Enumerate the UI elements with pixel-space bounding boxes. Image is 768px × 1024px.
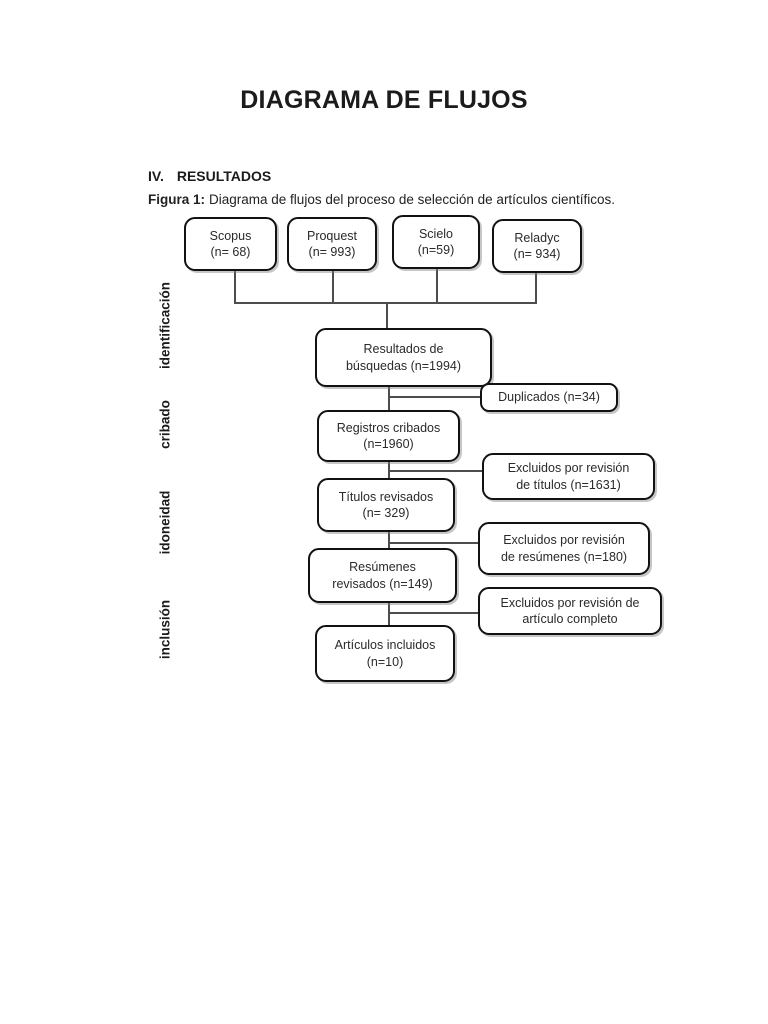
figure-caption: Figura 1:Diagrama de flujos del proceso …	[148, 192, 615, 207]
flow-box-line2: artículo completo	[522, 612, 618, 626]
figure-caption-label: Figura 1:	[148, 192, 206, 207]
flow-box-reladyc: Reladyc (n= 934)	[492, 219, 582, 273]
flow-box-articles-included: Artículos incluidos (n=10)	[315, 625, 455, 682]
connector-line	[388, 531, 390, 549]
flow-box-excluded-abstracts: Excluidos por revisión de resúmenes (n=1…	[478, 522, 650, 575]
section-number: IV.	[148, 168, 164, 184]
source-name: Scielo	[418, 226, 454, 241]
figure-caption-text: Diagrama de flujos del proceso de selecc…	[209, 192, 615, 207]
source-name: Proquest	[306, 228, 358, 243]
source-count: (n=59)	[417, 243, 455, 257]
stage-label-idoneidad: idoneidad	[157, 490, 173, 555]
connector-line	[234, 302, 537, 304]
flow-box-line1: Excluidos por revisión de	[500, 595, 640, 610]
flow-box-line2: búsquedas (n=1994)	[345, 358, 462, 373]
source-count: (n= 68)	[210, 245, 251, 259]
flow-box-search-results: Resultados de búsquedas (n=1994)	[315, 328, 492, 387]
source-count: (n= 934)	[513, 247, 561, 261]
page-title: DIAGRAMA DE FLUJOS	[240, 86, 528, 114]
flow-box-line1: Artículos incluidos	[334, 638, 436, 653]
source-count: (n= 993)	[308, 245, 356, 259]
flow-box-line2: de resúmenes (n=180)	[500, 549, 628, 564]
flow-box-scielo: Scielo (n=59)	[392, 215, 480, 269]
connector-line	[388, 612, 480, 614]
connector-line	[388, 386, 390, 411]
flow-box-duplicates: Duplicados (n=34)	[480, 383, 618, 412]
flow-box-records-screened: Registros cribados (n=1960)	[317, 410, 460, 462]
source-name: Reladyc	[514, 230, 560, 245]
flow-box-line2: (n=10)	[366, 654, 404, 669]
flow-box-line2: revisados (n=149)	[332, 576, 433, 591]
flow-box-excluded-titles: Excluidos por revisión de títulos (n=163…	[482, 453, 655, 500]
flow-box-line2: (n= 329)	[362, 506, 410, 520]
connector-line	[535, 272, 537, 303]
flow-box-line1: Duplicados (n=34)	[498, 390, 600, 405]
connector-line	[332, 270, 334, 303]
flow-box-line1: Excluidos por revisión	[507, 461, 630, 476]
section-heading: IV. RESULTADOS	[148, 168, 271, 184]
flow-box-titles-reviewed: Títulos revisados (n= 329)	[317, 478, 455, 532]
stage-label-inclusion: inclusión	[157, 599, 173, 660]
flow-box-proquest: Proquest (n= 993)	[287, 217, 377, 271]
connector-line	[388, 542, 480, 544]
connector-line	[234, 270, 236, 303]
flow-box-line1: Títulos revisados	[338, 489, 434, 504]
flow-box-line1: Excluidos por revisión	[503, 533, 625, 548]
flow-box-excluded-fulltext: Excluidos por revisión de artículo compl…	[478, 587, 662, 635]
flow-box-line1: Resúmenes	[349, 560, 416, 575]
connector-line	[388, 602, 390, 626]
flow-box-scopus: Scopus (n= 68)	[184, 217, 277, 271]
section-title: RESULTADOS	[176, 168, 272, 184]
connector-line	[436, 268, 438, 303]
connector-line	[386, 302, 388, 330]
flow-box-line1: Resultados de	[363, 342, 444, 357]
flow-box-abstracts-reviewed: Resúmenes revisados (n=149)	[308, 548, 457, 603]
flow-box-line2: de títulos (n=1631)	[516, 477, 621, 492]
source-name: Scopus	[209, 228, 252, 243]
connector-line	[388, 396, 482, 398]
flow-box-line1: Registros cribados	[336, 420, 441, 435]
flow-box-line2: (n=1960)	[363, 437, 414, 451]
connector-line	[388, 470, 484, 472]
